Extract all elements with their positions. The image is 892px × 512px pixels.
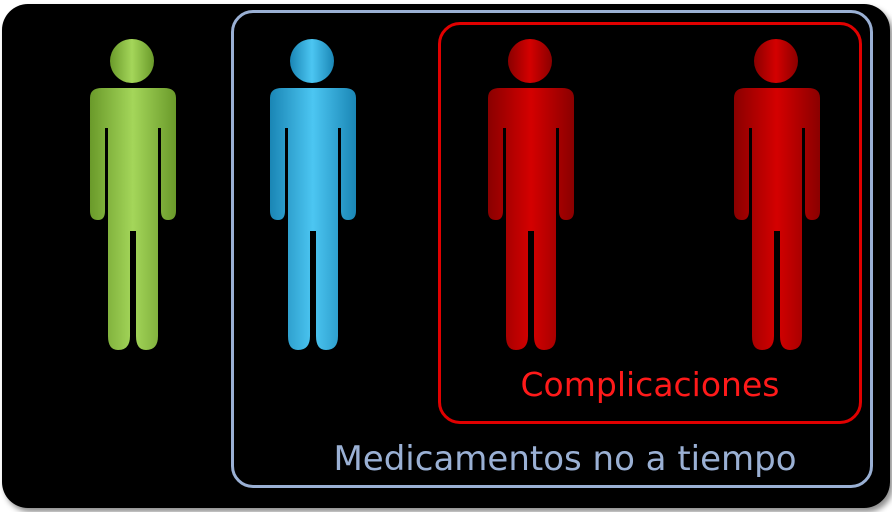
person-icon-blue [248,36,378,356]
group-box-complicaciones [438,22,862,424]
person-icon-green [68,36,198,356]
group-box-medicamentos [231,10,873,488]
person-icon-red-1 [466,36,596,356]
medicamentos-label: Medicamentos no a tiempo [333,439,797,479]
person-icon-red-2 [712,36,842,356]
complicaciones-label: Complicaciones [520,365,780,404]
